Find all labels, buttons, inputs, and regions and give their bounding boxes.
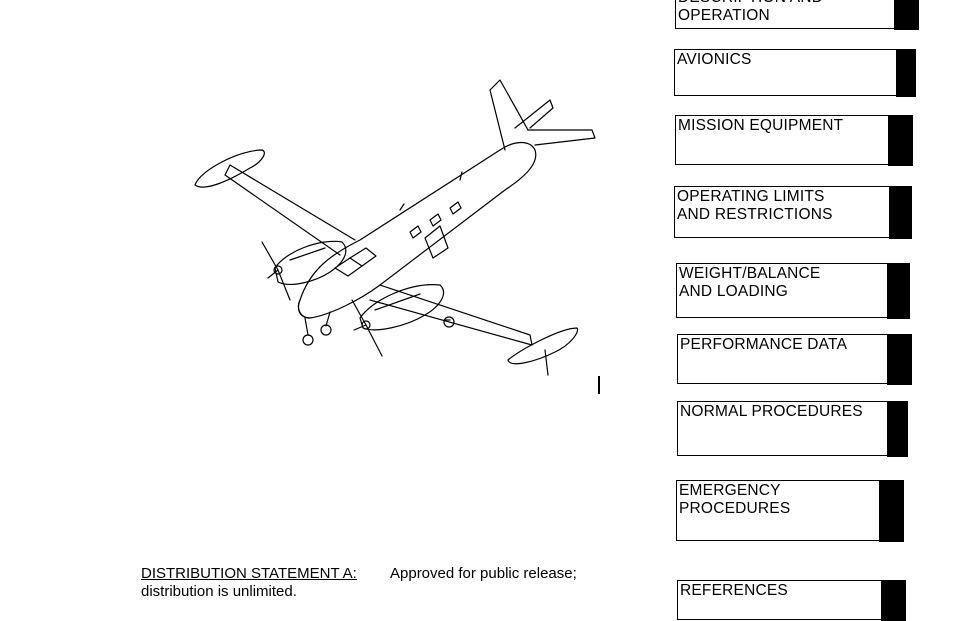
tab-label: REFERENCES	[680, 582, 788, 599]
tab-emergency-procedures[interactable]: EMERGENCY PROCEDURES	[676, 479, 904, 542]
tab-label: WEIGHT/BALANCE AND LOADING	[679, 265, 821, 300]
tab-mission-equipment[interactable]: MISSION EQUIPMENT	[675, 114, 913, 166]
tab-edge-marker	[886, 333, 912, 385]
tab-references[interactable]: REFERENCES	[677, 579, 906, 621]
aircraft-illustration	[194, 79, 596, 376]
tab-edge-marker	[886, 400, 908, 457]
tab-operation[interactable]: DESCRIPTION AND OPERATION	[675, 0, 919, 30]
tab-avionics[interactable]: AVIONICS	[674, 48, 916, 97]
tab-edge-marker	[886, 262, 910, 319]
tab-label: MISSION EQUIPMENT	[678, 117, 844, 134]
tab-label: OPERATING LIMITS AND RESTRICTIONS	[677, 188, 833, 223]
tab-edge-marker	[893, 0, 919, 30]
tab-weight-balance[interactable]: WEIGHT/BALANCE AND LOADING	[676, 262, 910, 319]
tab-edge-marker	[887, 114, 913, 166]
tab-label: AVIONICS	[677, 51, 752, 68]
tab-label: DESCRIPTION AND OPERATION	[678, 0, 823, 24]
tab-label: NORMAL PROCEDURES	[680, 403, 863, 420]
tab-normal-procedures[interactable]: NORMAL PROCEDURES	[677, 400, 908, 457]
edge-mark	[598, 376, 600, 394]
distribution-heading: DISTRIBUTION STATEMENT A:	[141, 565, 357, 582]
distribution-text-continued: distribution is unlimited.	[141, 583, 297, 600]
tab-label: EMERGENCY PROCEDURES	[679, 482, 791, 517]
distribution-text: Approved for public release;	[390, 565, 577, 582]
tab-performance-data[interactable]: PERFORMANCE DATA	[677, 333, 912, 385]
tab-operating-limits[interactable]: OPERATING LIMITS AND RESTRICTIONS	[674, 185, 912, 239]
tab-edge-marker	[880, 579, 906, 621]
tab-edge-marker	[895, 48, 916, 97]
tab-label: PERFORMANCE DATA	[680, 336, 848, 353]
tab-edge-marker	[878, 479, 904, 542]
distribution-statement: DISTRIBUTION STATEMENT A: Approved for p…	[141, 565, 577, 583]
tab-edge-marker	[888, 185, 912, 239]
